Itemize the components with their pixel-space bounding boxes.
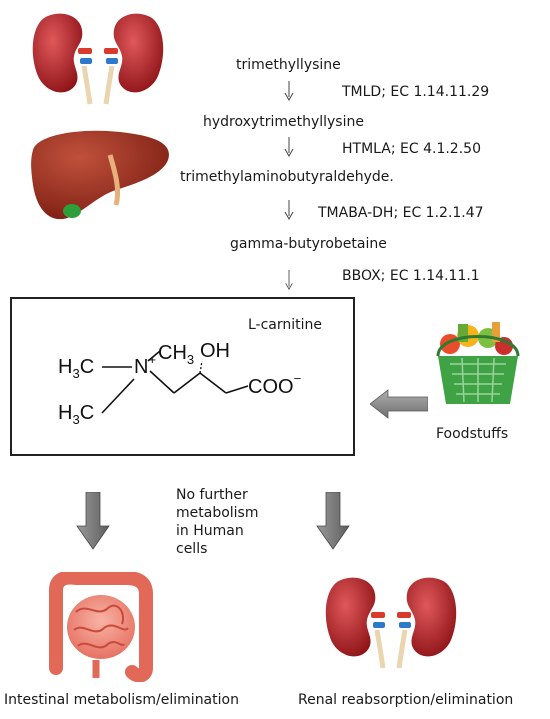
down-arrow-right [316,492,350,550]
enzyme-bbox: BBOX; EC 1.14.11.1 [342,268,480,284]
h3c-top-text: H3C [58,356,94,381]
intake-arrow [370,389,428,419]
food-basket-illustration [436,322,520,404]
step-trimethylaminobutyraldehyde: trimethylaminobutyraldehyde. [180,169,394,185]
l-carnitine-structure: H3C N+ CH3 H3C OH COO− [58,340,301,427]
note-line-2: metabolism [176,505,259,521]
step-trimethyllysine: trimethyllysine [236,57,341,73]
ch3-top-text: CH3 [158,342,194,367]
enzyme-htmla: HTMLA; EC 4.1.2.50 [342,141,481,157]
h3c-bottom-text: H3C [58,402,94,427]
intestinal-caption: Intestinal metabolism/elimination [4,692,239,708]
kidneys-illustration-bottom [325,577,457,669]
pathway-arrow-4 [285,270,293,290]
pathway-arrow-1 [284,81,294,101]
enzyme-tmaba-dh: TMABA-DH; EC 1.2.1.47 [318,205,484,221]
down-arrow-left [76,492,110,550]
step-hydroxytrimethyllysine: hydroxytrimethyllysine [203,114,364,130]
pathway-arrow-2 [284,137,294,157]
enzyme-tmld: TMLD; EC 1.14.11.29 [342,84,490,100]
no-further-metabolism-note: No further metabolism in Human cells [176,486,280,558]
pathway-arrow-3 [284,200,294,220]
foodstuffs-label: Foodstuffs [436,426,509,442]
note-line-1: No further [176,487,248,503]
renal-caption: Renal reabsorption/elimination [298,692,514,708]
l-carnitine-box: L-carnitine H3C N+ CH3 H3C OH COO− [10,297,355,456]
kidneys-illustration-top [32,13,164,105]
step-gamma-butyrobetaine: gamma-butyrobetaine [230,236,387,252]
coo-text: COO− [248,371,301,398]
intestine-illustration [49,572,153,682]
liver-illustration [31,130,169,220]
l-carnitine-label: L-carnitine [248,317,323,333]
oh-text: OH [200,340,230,362]
note-line-3: in Human [176,523,244,539]
note-line-4: cells [176,541,208,557]
n-atom-text: N+ [134,352,156,378]
